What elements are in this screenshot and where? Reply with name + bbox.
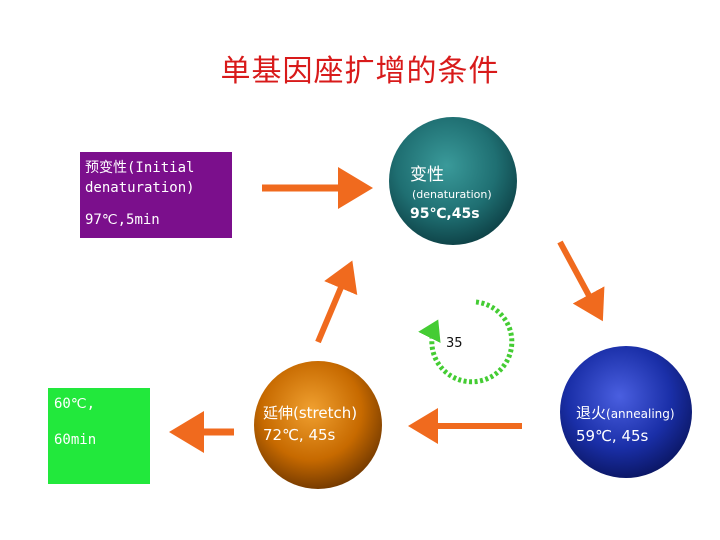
cycle-count: 35 bbox=[446, 336, 463, 351]
extension-label: 延伸(stretch) bbox=[263, 404, 358, 422]
extension-condition: 72℃, 45s bbox=[263, 426, 336, 444]
final-extension-time: 60min bbox=[54, 432, 97, 448]
denaturation-sublabel: (denaturation) bbox=[412, 188, 492, 201]
diagram-title: 单基因座扩增的条件 bbox=[220, 54, 500, 89]
annealing-condition: 59℃, 45s bbox=[576, 427, 649, 445]
arrow-denaturation-to-annealing bbox=[557, 240, 605, 322]
final-extension-temp: 60℃, bbox=[54, 396, 96, 412]
annealing-circle bbox=[560, 346, 692, 478]
initial-denaturation-label-en: denaturation) bbox=[85, 180, 195, 196]
annealing-label-en: (annealing) bbox=[606, 407, 675, 421]
annealing-label: 退火 bbox=[576, 404, 607, 422]
cycle-arrow bbox=[418, 299, 515, 385]
denaturation-condition: 95℃,45s bbox=[410, 206, 480, 222]
extension-text: 延伸(stretch) 72℃, 45s bbox=[263, 402, 357, 446]
initial-denaturation-label: 预变性(Initial bbox=[85, 160, 195, 176]
denaturation-circle bbox=[389, 117, 517, 245]
initial-denaturation-condition: 97℃,5min bbox=[85, 212, 160, 228]
arrow-extension-to-denaturation bbox=[315, 260, 358, 344]
denaturation-text: 变性 (denaturation) 95℃,45s bbox=[410, 160, 492, 222]
extension-circle bbox=[254, 361, 382, 489]
denaturation-label: 变性 bbox=[410, 165, 444, 185]
initial-denaturation-box: 预变性(Initial denaturation) 97℃,5min bbox=[80, 152, 232, 238]
final-extension-box: 60℃, 60min bbox=[48, 388, 150, 484]
annealing-text: 退火(annealing) 59℃, 45s bbox=[576, 402, 675, 447]
